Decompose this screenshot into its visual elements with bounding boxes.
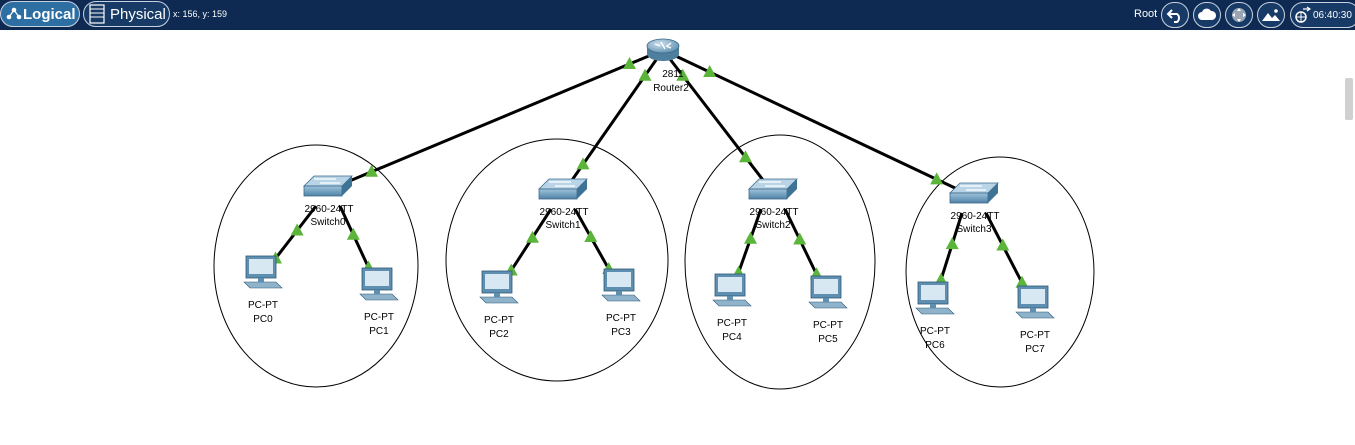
link-router-switch3-indicator-b (930, 172, 944, 185)
subnet-area-0 (213, 144, 419, 388)
move-icon (1232, 8, 1246, 22)
link-switch2-pc5-indicator-a (793, 232, 807, 245)
pc-name-label-5: PC5 (818, 334, 838, 345)
pc-icon-7[interactable] (1015, 285, 1055, 319)
router-model-label: 2811 (662, 69, 684, 80)
pc-model-label-4: PC-PT (717, 318, 747, 329)
link-router-switch1-indicator-a (638, 68, 652, 81)
pc-model-label-0: PC-PT (248, 300, 278, 311)
pc-model-label-3: PC-PT (606, 313, 636, 324)
router-icon[interactable] (646, 38, 680, 61)
link-switch0-pc0-indicator-a (290, 223, 304, 236)
link-router-switch3-indicator-a (703, 65, 717, 78)
pc-name-label-4: PC4 (722, 332, 742, 343)
gear-icon (1295, 6, 1311, 23)
switch-model-label-3: 2960-24TT (951, 211, 1000, 222)
router-name-label: Router2 (653, 83, 689, 94)
undo-icon (1166, 9, 1180, 23)
switch-name-label-2: Switch2 (755, 220, 790, 231)
pc-icon-0[interactable] (243, 255, 283, 289)
pc-model-label-2: PC-PT (484, 315, 514, 326)
link-switch1-pc2-indicator-a (525, 230, 539, 243)
back-button[interactable] (1161, 2, 1189, 28)
vertical-scrollbar[interactable] (1345, 78, 1353, 120)
pc-icon-2[interactable] (479, 270, 519, 304)
link-router-switch0-indicator-a (623, 57, 636, 69)
pc-name-label-3: PC3 (611, 327, 631, 338)
pc-model-label-6: PC-PT (920, 326, 950, 337)
subnet-area-2 (684, 134, 876, 390)
switch-icon-3[interactable] (949, 182, 999, 204)
clock-time: 06:40:30 (1313, 9, 1352, 21)
subnet-area-1 (445, 138, 669, 382)
link-router-switch0[interactable] (327, 48, 664, 192)
top-toolbar: Logical Physical x: 156, y: 159 Root (0, 0, 1355, 30)
switch-model-label-2: 2960-24TT (750, 207, 799, 218)
move-object-button[interactable] (1225, 2, 1253, 28)
switch-icon-0[interactable] (303, 175, 353, 197)
cluster-button[interactable] (1193, 2, 1221, 28)
subnet-area-3 (905, 156, 1095, 388)
link-router-switch0-indicator-b (365, 164, 379, 177)
pc-model-label-5: PC-PT (813, 320, 843, 331)
link-switch3-pc7-indicator-b (1015, 275, 1029, 288)
switch-icon-2[interactable] (748, 178, 798, 200)
pc-icon-3[interactable] (601, 268, 641, 302)
pc-icon-5[interactable] (808, 275, 848, 309)
pc-icon-1[interactable] (359, 267, 399, 301)
link-router-switch3[interactable] (662, 48, 975, 199)
link-switch2-pc4-indicator-a (744, 231, 757, 244)
physical-view-button[interactable]: Physical (83, 1, 170, 27)
pc-name-label-6: PC6 (925, 340, 945, 351)
root-label: Root (1134, 8, 1158, 20)
logical-view-button[interactable]: Logical (0, 1, 80, 27)
pc-icon-6[interactable] (915, 281, 955, 315)
clock-display[interactable]: 06:40:30 (1290, 2, 1355, 28)
network-icon (6, 7, 22, 20)
link-switch3-pc6-indicator-a (945, 237, 959, 250)
pc-name-label-0: PC0 (253, 314, 273, 325)
image-icon (1262, 9, 1280, 21)
switch-model-label-0: 2960-24TT (305, 204, 354, 215)
link-router-switch1-indicator-b (576, 157, 590, 170)
pc-model-label-1: PC-PT (364, 312, 394, 323)
link-switch1-pc3-indicator-a (584, 230, 598, 242)
background-image-button[interactable] (1257, 2, 1285, 28)
logical-view-label: Logical (23, 5, 76, 23)
pc-name-label-2: PC2 (489, 329, 509, 340)
switch-name-label-0: Switch0 (310, 217, 345, 228)
pc-model-label-7: PC-PT (1020, 330, 1050, 341)
link-router-switch2-indicator-b (739, 150, 752, 163)
pc-name-label-1: PC1 (369, 326, 389, 337)
switch-name-label-3: Switch3 (956, 224, 991, 235)
link-switch3-pc7-indicator-a (996, 238, 1010, 251)
cloud-icon (1198, 8, 1217, 20)
link-router-switch2-indicator-a (676, 68, 690, 81)
server-rack-icon (89, 4, 105, 24)
link-switch0-pc1-indicator-a (346, 227, 360, 240)
pc-name-label-7: PC7 (1025, 344, 1045, 355)
switch-model-label-1: 2960-24TT (540, 207, 589, 218)
switch-icon-1[interactable] (538, 178, 588, 200)
physical-view-label: Physical (110, 5, 166, 23)
pc-icon-4[interactable] (712, 273, 752, 307)
switch-name-label-1: Switch1 (545, 220, 580, 231)
cursor-coordinates: x: 156, y: 159 (173, 9, 228, 19)
